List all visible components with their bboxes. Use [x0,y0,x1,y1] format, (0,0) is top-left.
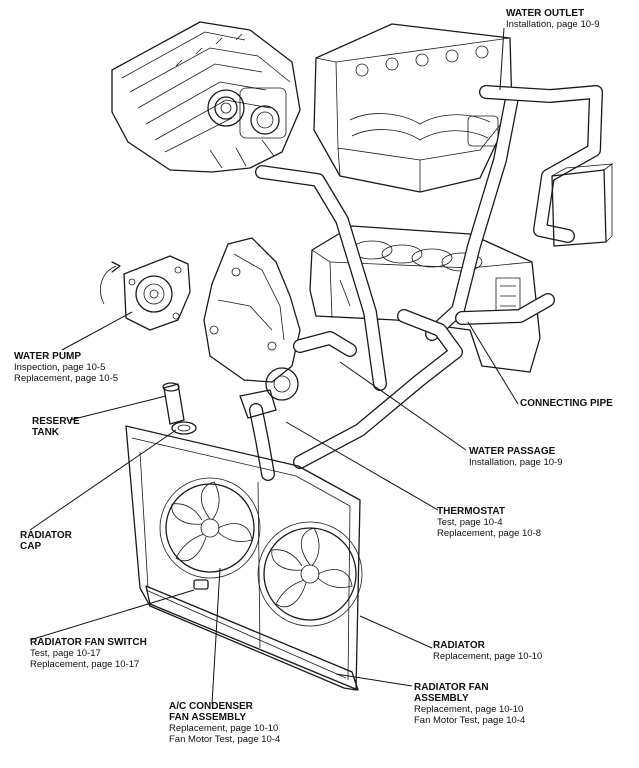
radiator-fan [257,521,363,627]
reserve-tank [162,382,185,425]
callout-water-outlet: WATER OUTLET Installation, page 10-9 [506,8,599,30]
callout-title: CONNECTING PIPE [520,398,613,409]
callout-detail: Replacement, page 10-8 [437,528,542,539]
callout-ac-condenser-fan-assembly: A/C CONDENSER FAN ASSEMBLY Replacement, … [169,701,280,745]
callout-detail: Replacement, page 10-10 [414,704,524,715]
water-pump [100,255,191,331]
callout-detail: Installation, page 10-9 [469,457,563,468]
heater-box [551,163,614,247]
callout-reserve-tank: RESERVE TANK [32,416,80,438]
callout-water-pump: WATER PUMP Inspection, page 10-5 Replace… [14,351,118,384]
callout-detail: Test, page 10-17 [30,648,101,659]
intake-manifold [111,21,301,173]
callout-radiator-fan-switch: RADIATOR FAN SWITCH Test, page 10-17 Rep… [30,637,147,670]
leader-lines [29,27,519,705]
callout-title: RADIATOR FAN SWITCH [30,637,147,648]
callout-thermostat: THERMOSTAT Test, page 10-4 Replacement, … [437,506,541,539]
callout-detail: Test, page 10-4 [437,517,503,528]
ac-condenser-fan [159,477,261,579]
callout-title: RESERVE TANK [32,416,80,438]
callout-connecting-pipe: CONNECTING PIPE [520,398,613,409]
callout-radiator-cap: RADIATOR CAP [20,530,72,552]
callout-detail: Fan Motor Test, page 10-4 [169,734,281,745]
callout-title: WATER PUMP [14,351,82,362]
callout-title: RADIATOR CAP [20,530,72,552]
thermostat-housing [239,367,299,419]
callout-title: WATER PASSAGE [469,446,556,457]
callout-detail: Replacement, page 10-10 [169,723,279,734]
engine-block [309,225,541,373]
callout-detail: Replacement, page 10-5 [14,373,119,384]
callout-title: WATER OUTLET [506,8,585,19]
callout-title: RADIATOR [433,640,485,651]
callout-radiator-fan-assembly: RADIATOR FAN ASSEMBLY Replacement, page … [414,682,525,726]
coolant-hoses [249,85,603,481]
callout-radiator: RADIATOR Replacement, page 10-10 [433,640,542,662]
callout-title: THERMOSTAT [437,506,505,517]
callout-water-passage: WATER PASSAGE Installation, page 10-9 [469,446,562,468]
callout-title: A/C CONDENSER FAN ASSEMBLY [169,701,253,723]
radiator [125,421,361,691]
callout-detail: Replacement, page 10-10 [433,651,543,662]
callout-detail: Replacement, page 10-17 [30,659,140,670]
callout-detail: Installation, page 10-9 [506,19,600,30]
callout-title: RADIATOR FAN ASSEMBLY [414,682,489,704]
callout-detail: Inspection, page 10-5 [14,362,106,373]
timing-cover [203,237,301,383]
cylinder-head [313,23,513,193]
callout-detail: Fan Motor Test, page 10-4 [414,715,526,726]
